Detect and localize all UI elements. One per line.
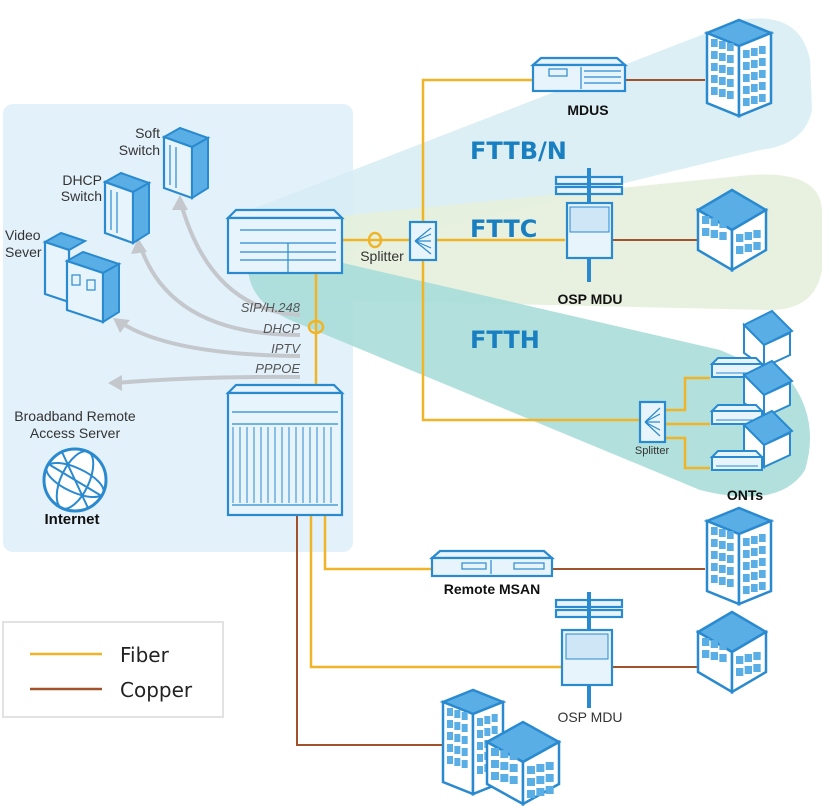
legend-label-copper: Copper [120, 678, 193, 702]
mdus-device [530, 56, 628, 93]
protocol-label: PPPOE [255, 361, 300, 376]
splitter-icon [408, 220, 438, 262]
soft-switch-server [161, 126, 211, 200]
video-server [42, 231, 122, 324]
fiber-to-osp-mdu-bottom [309, 515, 562, 669]
building-icon [703, 506, 775, 606]
building-icon [695, 188, 769, 273]
video-server-label: Sever [5, 244, 42, 260]
mdus-label: MDUS [567, 102, 608, 118]
legend: Fiber Copper [2, 621, 224, 718]
fiber-coil-icon [367, 231, 383, 249]
legend-box [2, 621, 224, 718]
protocol-label: DHCP [263, 321, 300, 336]
onts-label: ONTs [727, 487, 764, 503]
copper-links [296, 79, 705, 746]
protocol-label: SIP/H.248 [241, 300, 301, 315]
soft-switch-label: Soft [135, 125, 160, 141]
dhcp-switch-label: Switch [61, 188, 102, 204]
copper-to-buildings [296, 515, 444, 746]
ont-device [709, 450, 765, 471]
arrow-sip [178, 199, 301, 317]
video-server-label: Video [5, 227, 41, 243]
fiber-to-ont [665, 436, 710, 470]
building-icon [703, 18, 775, 118]
olt-chassis [225, 208, 345, 275]
fiber-links [307, 78, 710, 669]
fttc-label: FTTC [470, 215, 537, 243]
dhcp-switch-server [102, 171, 152, 245]
remote-msan-device [429, 549, 555, 578]
fttb-label: FTTB/N [470, 137, 567, 165]
arrow-iptv [118, 320, 301, 358]
arrow-head-dhcp [131, 238, 147, 254]
buildings [439, 18, 775, 807]
internet-label: Internet [44, 511, 99, 528]
protocol-label: IPTV [271, 341, 301, 356]
building-icon [695, 610, 769, 695]
bras-label: Broadband Remote [14, 408, 136, 424]
arrow-dhcp [138, 244, 301, 337]
remote-msan-label: Remote MSAN [444, 581, 540, 597]
protocol-arrows [108, 195, 301, 391]
dhcp-switch-label: DHCP [62, 172, 102, 188]
arrow-head-sip [172, 195, 188, 210]
msan-chassis [225, 383, 345, 517]
building-icon [439, 688, 507, 796]
osp-mdu-bottom-label: OSP MDU [557, 709, 622, 725]
splitter-icon [638, 400, 667, 444]
osp-mdu-top [554, 168, 624, 282]
fiber-to-ont [665, 376, 710, 412]
osp-mdu-bottom [554, 592, 624, 708]
legend-label-fiber: Fiber [120, 643, 170, 667]
arrow-head-pppoe [108, 375, 122, 391]
arrow-pppoe [114, 374, 301, 385]
internet-globe-icon [42, 447, 108, 513]
ont-group [709, 309, 794, 471]
fiber-to-mdus [421, 78, 535, 225]
ftth-label: FTTH [470, 326, 540, 354]
building-icon [484, 720, 562, 807]
arrow-head-iptv [113, 318, 130, 333]
msan-slots [232, 427, 332, 503]
fiber-to-remote-msan [323, 515, 432, 571]
splitter-label-small: Splitter [635, 445, 670, 457]
fiber-to-ftth-splitter [421, 258, 640, 422]
fttb-zone [250, 18, 812, 256]
osp-mdu-label: OSP MDU [557, 291, 622, 307]
splitter-label: Splitter [360, 248, 404, 264]
bras-label: Access Server [30, 425, 121, 441]
soft-switch-label: Switch [119, 142, 160, 158]
house-icon [742, 309, 794, 369]
ont-device [709, 404, 765, 425]
fiber-coil-icon [307, 319, 325, 335]
